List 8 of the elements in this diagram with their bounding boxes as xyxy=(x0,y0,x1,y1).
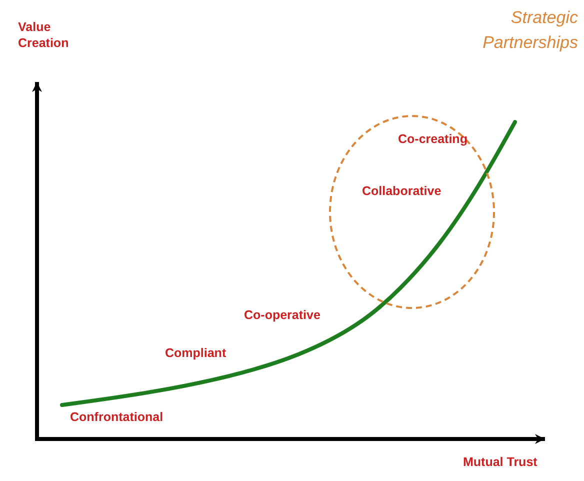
stage-label: Compliant xyxy=(165,346,226,362)
stage-label: Co-operative xyxy=(244,308,320,324)
axis-title: Mutual Trust xyxy=(463,455,538,471)
stage-label: Collaborative xyxy=(362,184,442,200)
stage-label: Confrontational xyxy=(70,410,164,426)
axis-title: Value Creation xyxy=(18,20,70,52)
stage-label: Co-creating xyxy=(398,132,468,148)
group-heading: Strategic Partnerships xyxy=(482,7,578,54)
